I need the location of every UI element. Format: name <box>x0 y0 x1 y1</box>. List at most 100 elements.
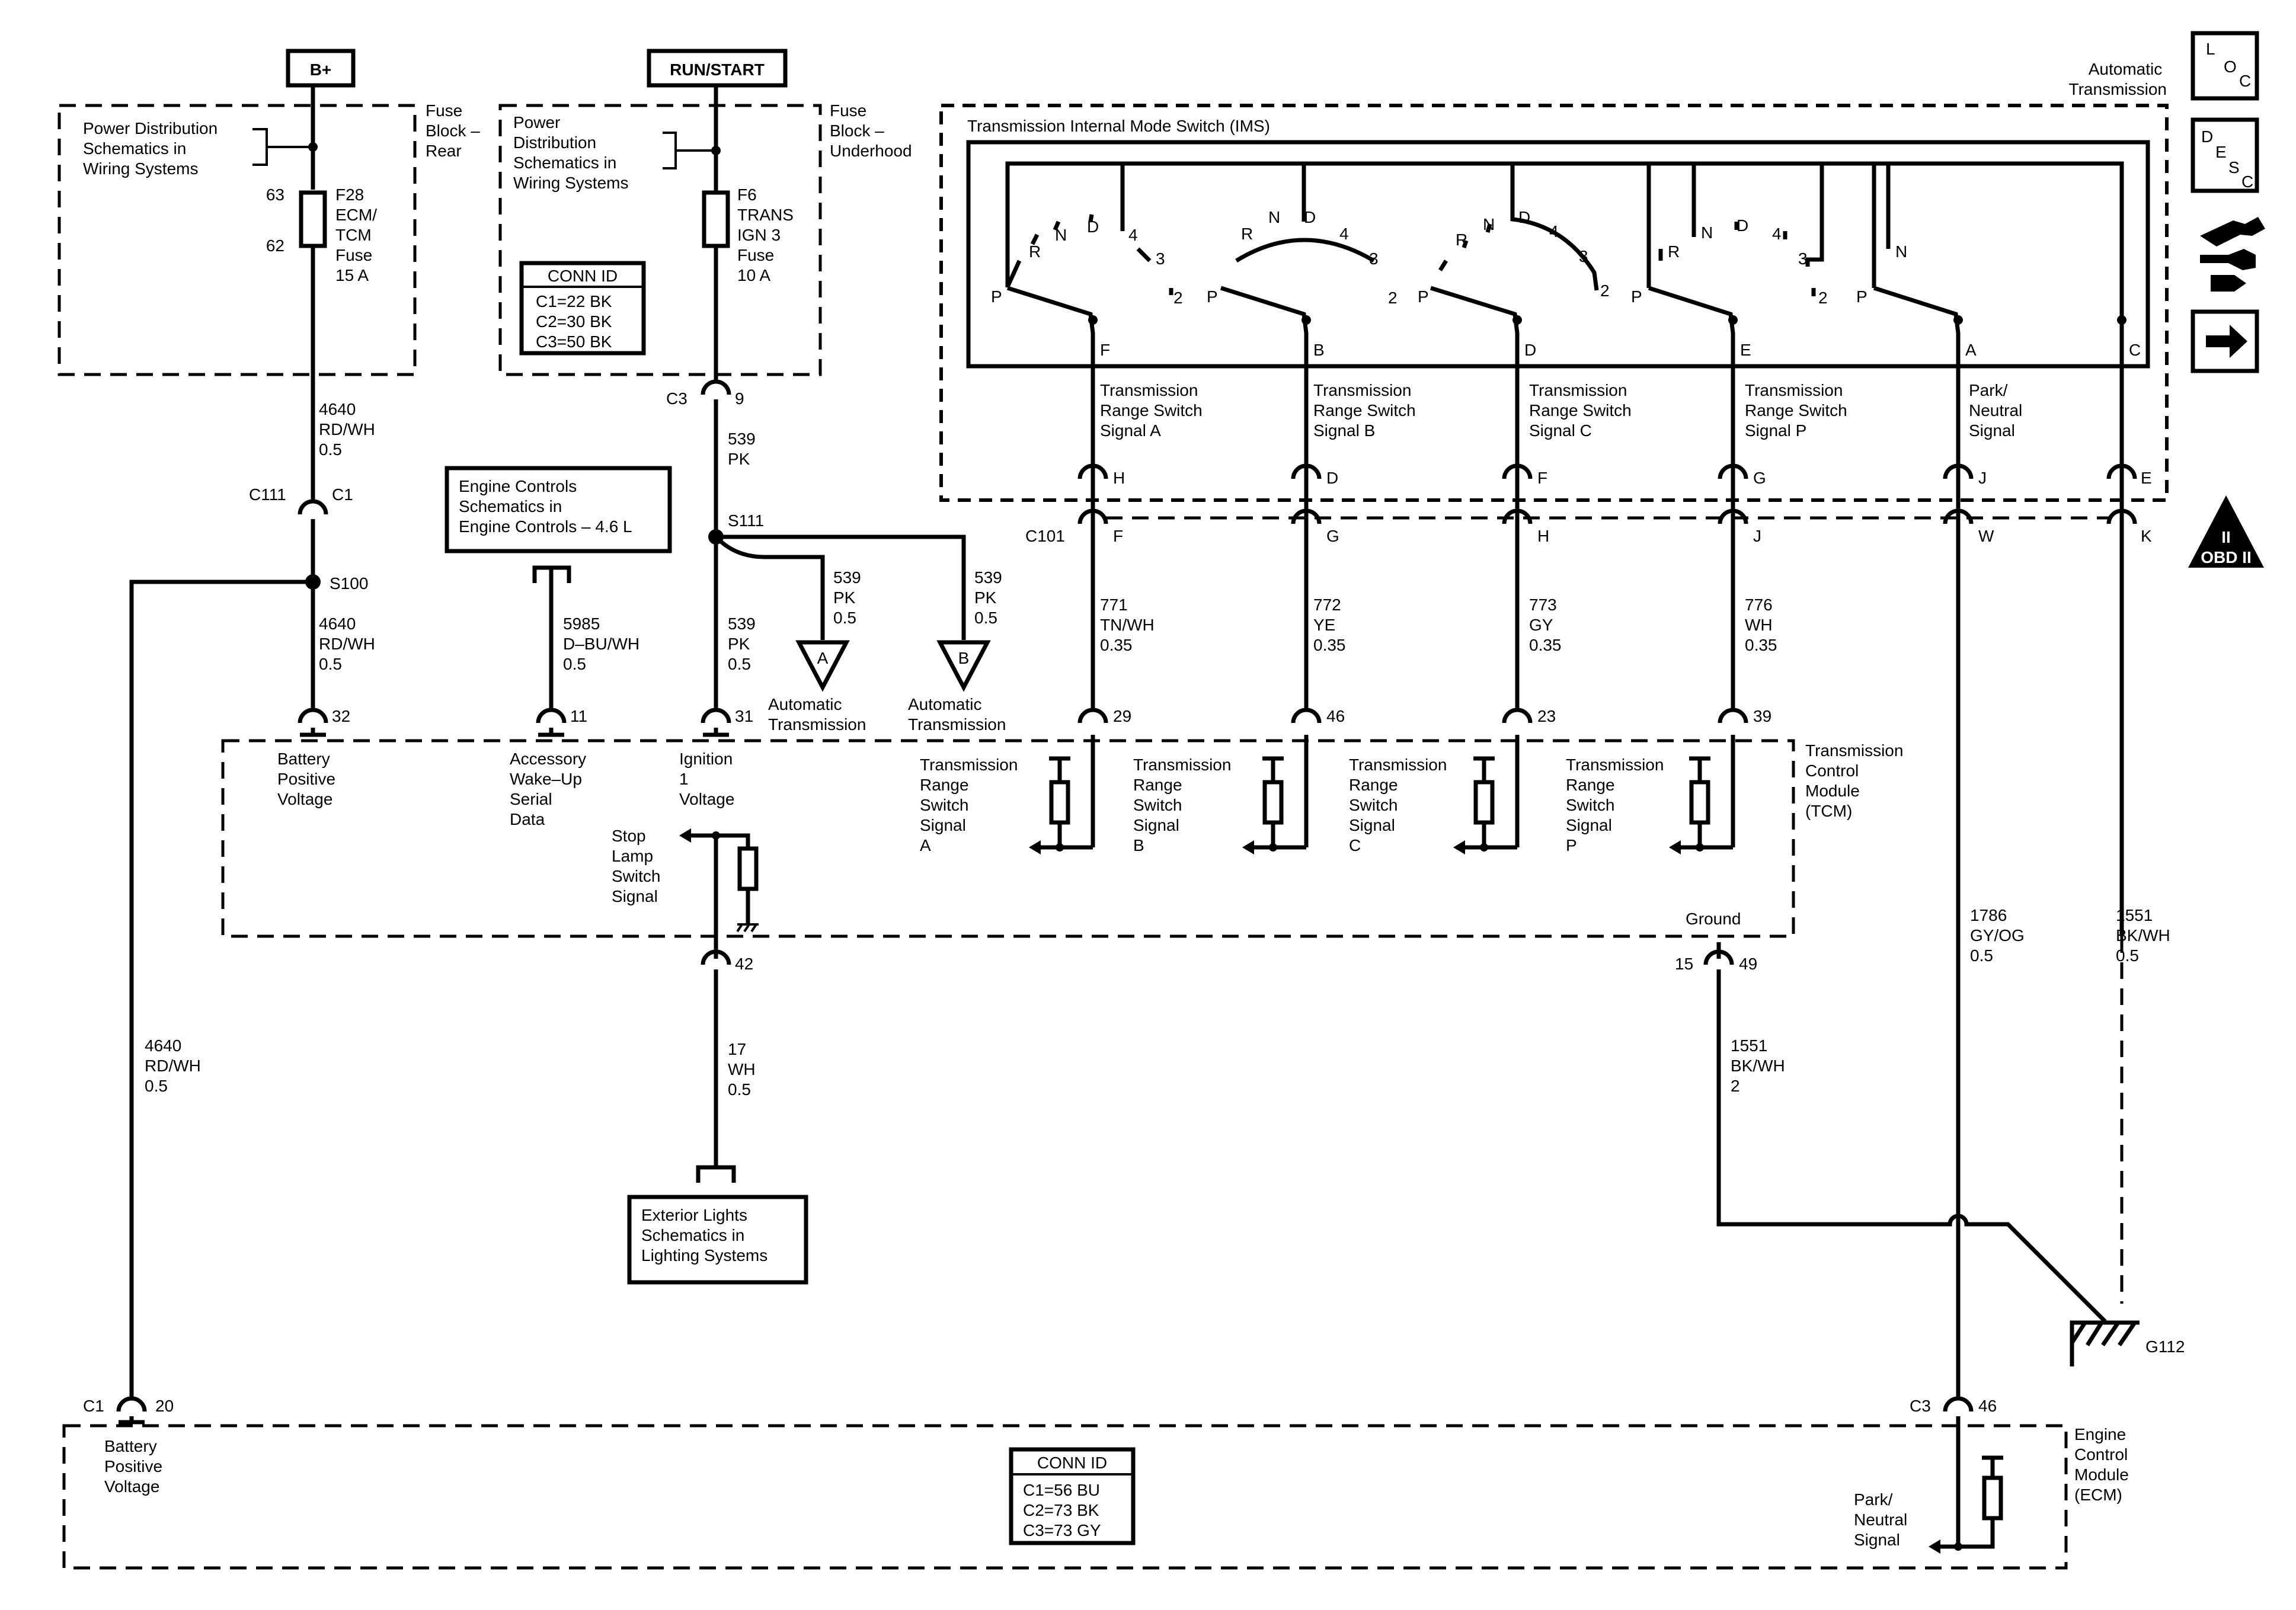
fuse-block-rear-ref: Power Distribution Schematics in Wiring … <box>83 119 222 178</box>
splice-dot <box>2117 315 2126 325</box>
connector-ecm-c3 <box>1943 1396 1974 1412</box>
svg-text:D: D <box>1087 217 1099 236</box>
tcm-range-circuit-c: Transmission Range Switch Signal C <box>1349 735 1520 854</box>
wire-773-label: 773 GY 0.35 <box>1529 596 1562 654</box>
fuse-pin-62: 62 <box>266 236 284 255</box>
fuse-f28-label: F28 ECM/ TCM Fuse 15 A <box>335 185 382 284</box>
tcm-ignition-label: Ignition 1 Voltage <box>679 750 737 808</box>
svg-text:R: R <box>1029 242 1041 261</box>
wire-4640-mid-label: 4640 RD/WH 0.5 <box>319 614 380 673</box>
swap-wrench-icon[interactable] <box>2200 217 2265 292</box>
arrow-left-icon <box>1669 840 1681 854</box>
wire-1551-right-label: 1551 BK/WH 0.5 <box>2116 906 2175 965</box>
bplus-box <box>286 49 356 88</box>
tcm-battery-label: Battery Positive Voltage <box>277 750 340 808</box>
resistor-icon <box>1689 780 1710 825</box>
connector-c101-label: C101 <box>1025 527 1065 545</box>
ecm-battery-label: Battery Positive Voltage <box>104 1437 167 1496</box>
svg-text:D: D <box>1737 216 1748 235</box>
wire-539-b-label: 539 PK 0.5 <box>974 568 1007 627</box>
fuse-block-rear-title: Fuse Block – Rear <box>426 101 485 160</box>
offpage-a-icon <box>795 640 850 692</box>
ecm-boundary <box>62 1424 2068 1570</box>
ims-switch-group-pn: P N <box>1856 164 1963 367</box>
svg-text:W: W <box>1978 527 1994 545</box>
arrow-left-icon <box>1453 840 1465 854</box>
ims-output-e: E <box>1740 341 1751 359</box>
exterior-lights-bracket <box>696 1165 736 1183</box>
svg-text:39: 39 <box>1753 707 1771 725</box>
svg-text:4: 4 <box>1549 222 1559 241</box>
ims-wiper-p <box>1648 286 1735 367</box>
loc-icon-label: L O C <box>2206 40 2251 90</box>
ecm-conn-id-values: C1=56 BU C2=73 BK C3=73 GY <box>1023 1481 1105 1539</box>
engine-controls-ref-box <box>445 466 672 553</box>
arrow-left-icon <box>1029 840 1041 854</box>
svg-text:N: N <box>1483 215 1495 233</box>
svg-text:11: 11 <box>570 707 587 725</box>
conn-id-box-underhood <box>519 261 646 356</box>
fuse-block-underhood-ref: Power Distribution Schematics in Wiring … <box>513 113 628 192</box>
arrow-left-icon <box>1929 1539 1940 1554</box>
ims-signal-c-label: Transmission Range Switch Signal C <box>1529 381 1636 440</box>
desc-icon[interactable] <box>2191 117 2259 193</box>
next-arrow-button[interactable] <box>2191 309 2259 373</box>
offpage-a-label: Automatic Transmission <box>768 695 866 734</box>
tcm-stop-lamp-label: Stop Lamp Switch Signal <box>612 827 665 905</box>
svg-text:N: N <box>1268 208 1280 226</box>
svg-text:R: R <box>1241 225 1253 243</box>
ecm-c3-label: C3 <box>1910 1397 1931 1415</box>
fuse-f6-label: F6 TRANS IGN 3 Fuse 10 A <box>737 185 798 284</box>
svg-text:P: P <box>991 287 1002 306</box>
svg-text:31: 31 <box>735 707 753 725</box>
svg-text:H: H <box>1113 469 1125 487</box>
svg-text:4: 4 <box>1339 225 1349 243</box>
wire-772-label: 772 YE 0.35 <box>1313 596 1346 654</box>
svg-text:R: R <box>1456 231 1467 249</box>
tcm-range-circuit-a: Transmission Range Switch Signal A <box>920 735 1095 854</box>
svg-text:Transmission Range: Transmission Range Switch Signal C <box>1349 756 1451 854</box>
svg-text:G: G <box>1326 527 1339 545</box>
svg-text:F: F <box>1537 469 1547 487</box>
wire-17-label: 17 WH 0.5 <box>728 1040 760 1099</box>
svg-text:G: G <box>1753 469 1766 487</box>
svg-text:P: P <box>1207 287 1218 306</box>
wire-539-b <box>716 534 966 640</box>
wire-5985-label: 5985 D–BU/WH 0.5 <box>563 614 644 673</box>
stop-lamp-resistor-icon <box>737 846 759 891</box>
splice-dot <box>712 831 720 840</box>
obd-ii-icon[interactable] <box>2188 495 2264 568</box>
bplus-label: B+ <box>310 60 332 79</box>
svg-text:4: 4 <box>1772 225 1782 243</box>
fuse-block-underhood-boundary <box>498 104 822 376</box>
tcm-ground-label: Ground <box>1686 910 1741 928</box>
ims-wiper-pn <box>1873 286 1961 367</box>
svg-text:2: 2 <box>1173 289 1183 307</box>
ims-connector-row: H D F G J E <box>1077 463 2152 487</box>
ecm-park-neutral-circuit <box>1938 1416 2003 1549</box>
svg-text:D: D <box>1326 469 1338 487</box>
tcm-title: Transmission Control Module (TCM) <box>1805 741 1908 820</box>
wire-539-a <box>714 535 825 640</box>
svg-text:3: 3 <box>1156 249 1165 268</box>
tcm-boundary <box>221 739 1795 938</box>
ims-internal-bus <box>1005 161 2124 332</box>
svg-text:29: 29 <box>1113 707 1131 725</box>
tcm-top-pins: 32 11 31 29 46 23 39 <box>298 707 1771 737</box>
connector-c111-c1: C1 <box>332 485 353 504</box>
ref-bracket <box>252 128 313 166</box>
wire-1551-ground-label: 1551 BK/WH 2 <box>1731 1036 1790 1095</box>
svg-text:N: N <box>1895 242 1907 261</box>
obd-ii-text: OBD II <box>2201 548 2252 566</box>
exterior-lights-ref-label: Exterior Lights Schematics in Lighting S… <box>641 1206 768 1265</box>
ims-wiper-c <box>1430 286 1520 367</box>
svg-text:2: 2 <box>1818 289 1828 307</box>
svg-text:46: 46 <box>1326 707 1345 725</box>
wire-1786-label: 1786 GY/OG 0.5 <box>1970 906 2029 965</box>
loc-icon[interactable] <box>2191 31 2259 101</box>
resistor-icon <box>1262 780 1284 825</box>
ims-title: Transmission Internal Mode Switch (IMS) <box>967 117 1270 135</box>
automatic-transmission-title: Automatic Transmission <box>2069 60 2167 98</box>
splice-s111-label: S111 <box>728 511 764 530</box>
